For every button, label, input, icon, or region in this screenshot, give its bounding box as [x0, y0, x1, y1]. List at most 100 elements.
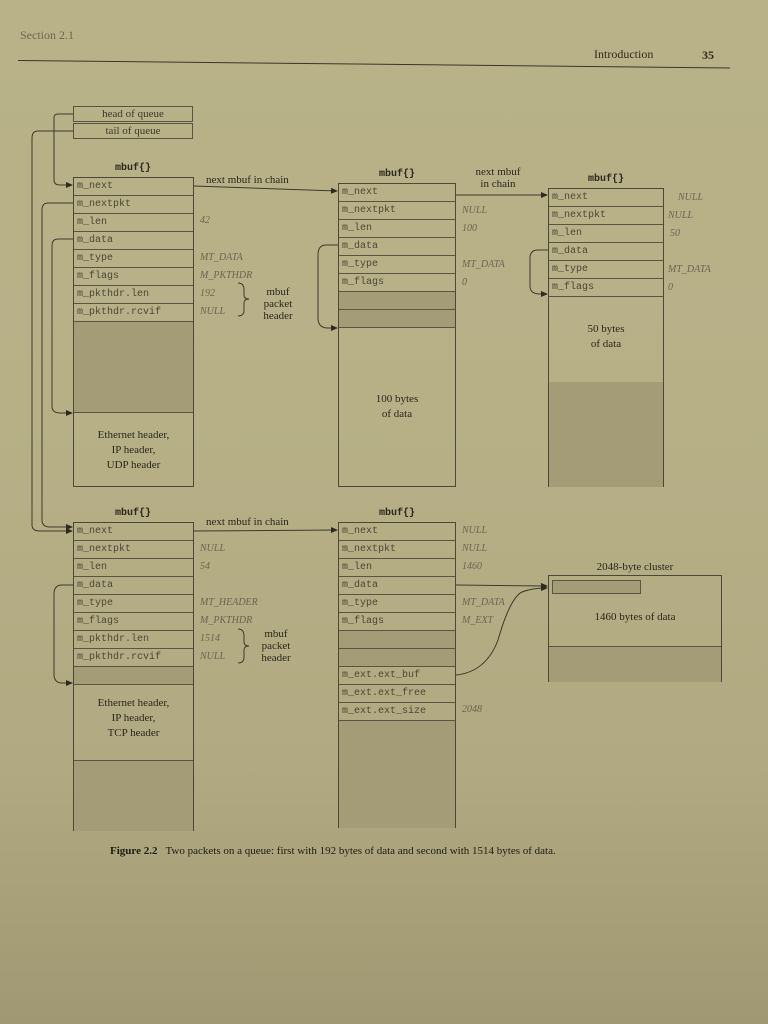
value-m-flags: 0: [668, 282, 673, 293]
field-m-nextpkt: m_nextpkt: [74, 541, 193, 559]
field-m-type: m_type: [339, 595, 455, 613]
field-m-ext-ext-buf: m_ext.ext_buf: [339, 667, 455, 685]
value-m-pkthdr-len: 1514: [200, 633, 220, 644]
field-m-data: m_data: [74, 577, 193, 595]
field-m-next: m_next: [339, 184, 455, 202]
mbuf-title: mbuf{}: [114, 163, 151, 174]
field-m-len: m_len: [74, 214, 193, 232]
next-mbuf-in-chain-label: next mbuf in chain: [206, 174, 289, 186]
value-m-pkthdr-rcvif: NULL: [200, 651, 226, 662]
field-m-len: m_len: [74, 559, 193, 577]
mbuf-title: mbuf{}: [114, 508, 151, 519]
field-m-next: m_next: [74, 523, 193, 541]
mbuf-b2: m_next m_nextpkt m_len m_data m_type m_f…: [338, 522, 456, 828]
data-text-line: IP header,: [111, 444, 156, 456]
unused-area: [74, 322, 193, 413]
mbuf-title: mbuf{}: [587, 174, 624, 185]
data-text-line: UDP header: [106, 459, 161, 471]
field-m-flags: m_flags: [74, 268, 193, 286]
figure-label: Figure 2.2: [110, 845, 158, 857]
unused-area: [339, 292, 455, 310]
head-of-queue-box: head of queue: [73, 106, 193, 122]
field-m-next: m_next: [549, 189, 663, 207]
value-m-flags: M_PKTHDR: [200, 615, 253, 626]
tail-of-queue-box: tail of queue: [73, 123, 193, 139]
field-m-data: m_data: [549, 243, 663, 261]
field-m-data: m_data: [339, 238, 455, 256]
ext-buf-pointer: [455, 585, 548, 676]
field-m-nextpkt: m_nextpkt: [339, 541, 455, 559]
value-m-flags: M_PKTHDR: [200, 270, 253, 281]
unused-area: [549, 646, 721, 682]
next-mbuf-in-chain-label: next mbuf in chain: [206, 516, 289, 528]
field-m-ext-ext-free: m_ext.ext_free: [339, 685, 455, 703]
figure-caption: Figure 2.2 Two packets on a queue: first …: [110, 845, 556, 857]
value-m-len: 42: [200, 215, 210, 226]
field-m-next: m_next: [74, 178, 193, 196]
m-data-pointer: [317, 244, 338, 331]
field-m-nextpkt: m_nextpkt: [74, 196, 193, 214]
mbuf-title: mbuf{}: [378, 169, 415, 180]
packet-header-brace: [237, 628, 250, 664]
field-m-len: m_len: [339, 220, 455, 238]
mbuf-a1: m_next m_nextpkt m_len m_data m_type m_f…: [73, 177, 194, 487]
running-head-title: Introduction: [594, 47, 654, 61]
data-text-line: 100 bytes: [375, 393, 419, 405]
mbuf-b1: m_next m_nextpkt m_len m_data m_type m_f…: [73, 522, 194, 831]
field-m-ext-ext-size: m_ext.ext_size: [339, 703, 455, 721]
field-m-nextpkt: m_nextpkt: [339, 202, 455, 220]
head-of-queue-pointer: [53, 113, 73, 188]
packet-header-brace: [237, 282, 250, 317]
value-m-type: MT_DATA: [200, 252, 243, 263]
value-m-next: NULL: [678, 192, 704, 203]
value-m-len: 1460: [462, 561, 482, 572]
field-m-pkthdr-rcvif: m_pkthdr.rcvif: [74, 304, 193, 322]
unused-area: [339, 721, 455, 828]
next-mbuf-pointer: [193, 185, 338, 194]
value-m-len: 100: [462, 223, 477, 234]
figure-caption-text: Two packets on a queue: first with 192 b…: [165, 845, 556, 857]
unused-area: [339, 649, 455, 667]
cluster-header-area: [552, 580, 641, 594]
unused-area: [339, 631, 455, 649]
section-label: Section 2.1: [20, 28, 74, 42]
value-m-len: 54: [200, 561, 210, 572]
m-data-pointer: [53, 584, 73, 686]
data-text-line: TCP header: [107, 727, 160, 739]
value-m-pkthdr-len: 192: [200, 288, 215, 299]
value-m-nextpkt: NULL: [200, 543, 226, 554]
field-m-type: m_type: [339, 256, 455, 274]
value-m-len: 50: [670, 228, 680, 239]
field-m-type: m_type: [549, 261, 663, 279]
m-data-cluster-pointer: [455, 582, 548, 589]
m-data-pointer: [529, 249, 548, 297]
field-m-type: m_type: [74, 250, 193, 268]
value-m-type: MT_DATA: [668, 264, 711, 275]
next-mbuf-pointer: [193, 527, 338, 534]
value-m-type: MT_DATA: [462, 259, 505, 270]
unused-area: [549, 382, 663, 487]
value-m-flags: M_EXT: [462, 615, 494, 626]
value-m-nextpkt: NULL: [462, 205, 488, 216]
data-text-line: of data: [590, 338, 622, 350]
field-m-pkthdr-len: m_pkthdr.len: [74, 286, 193, 304]
field-m-len: m_len: [339, 559, 455, 577]
field-m-pkthdr-len: m_pkthdr.len: [74, 631, 193, 649]
m-data-pointer: [51, 238, 73, 416]
data-text-line: Ethernet header,: [97, 429, 170, 441]
field-m-flags: m_flags: [339, 613, 455, 631]
mbuf-a2: m_next m_nextpkt m_len m_data m_type m_f…: [338, 183, 456, 487]
field-m-type: m_type: [74, 595, 193, 613]
field-m-data: m_data: [339, 577, 455, 595]
mbuf-title: mbuf{}: [378, 508, 415, 519]
value-m-type: MT_HEADER: [200, 597, 258, 608]
value-m-ext-ext-size: 2048: [462, 704, 482, 715]
tail-of-queue-pointer: [31, 130, 73, 534]
cluster-label: 2048-byte cluster: [596, 561, 674, 573]
data-text-line: of data: [381, 408, 413, 420]
field-m-flags: m_flags: [74, 613, 193, 631]
